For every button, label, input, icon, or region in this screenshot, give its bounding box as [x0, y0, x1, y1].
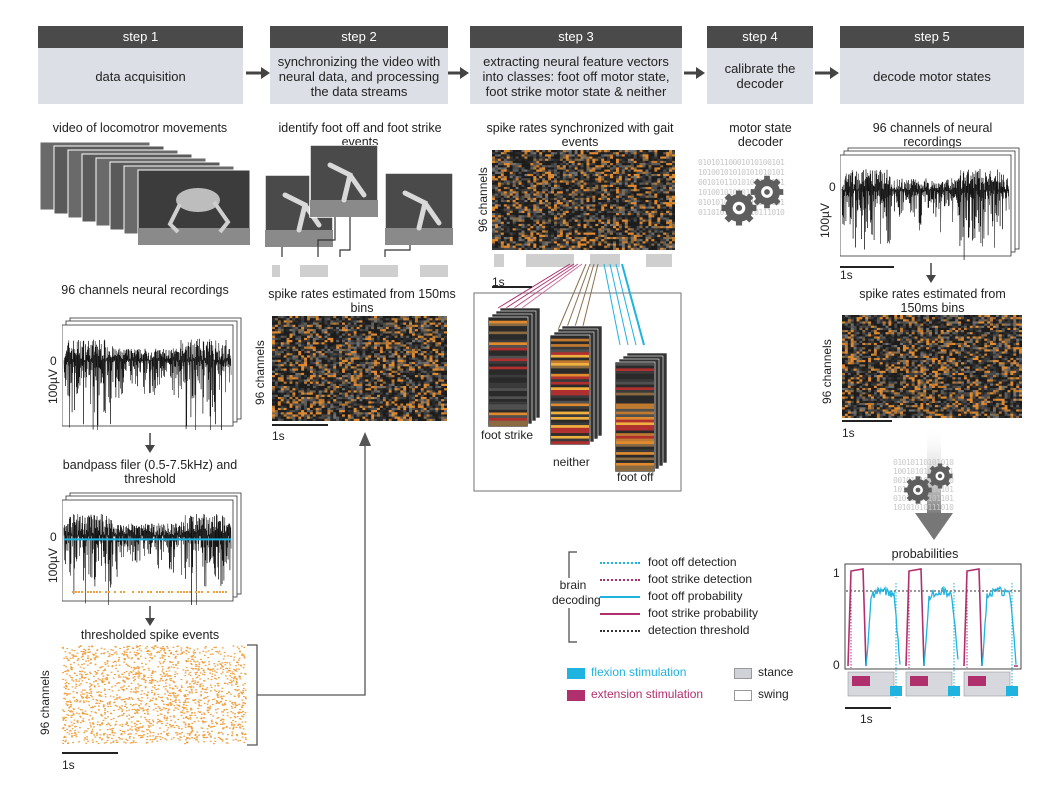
time-scale-bar-2 — [272, 424, 328, 426]
zero-label-5: 0 — [829, 180, 836, 194]
time-scale-label-3: 1s — [492, 275, 505, 289]
channels-label-5: 96 channels — [820, 339, 834, 404]
rate-heatmap-3 — [492, 150, 675, 250]
legend-item-label: detection threshold — [648, 623, 750, 637]
gear-icon — [721, 175, 784, 226]
legend-line-icon — [600, 595, 640, 598]
rates-label-2: spike rates estimated from 150ms bins — [268, 287, 456, 315]
legend-item: foot strike detection — [600, 572, 752, 586]
recordings-label-5: 96 channels of neural recordings — [872, 121, 993, 149]
step-3-tab: step 3 — [470, 26, 682, 48]
channels-label-2: 96 channels — [253, 340, 267, 405]
filtered-trace-panel — [62, 492, 242, 605]
class-extraction-panel — [473, 254, 682, 492]
video-label: video of locomotror movements — [52, 121, 228, 135]
video-frames — [39, 141, 251, 246]
extension-swatch — [567, 690, 585, 701]
arrow-step2-to-step3 — [448, 67, 469, 79]
arrow-step4-to-step5 — [815, 67, 839, 79]
flexion-swatch — [567, 668, 585, 679]
channels-label-3: 96 channels — [476, 167, 490, 232]
time-scale-label-prob: 1s — [860, 712, 873, 726]
time-scale-bar-5b — [842, 420, 892, 422]
class-foot-off-label: foot off — [617, 470, 654, 484]
time-scale-label-2: 1s — [272, 429, 285, 443]
legend-item-label: foot strike probability — [648, 606, 759, 620]
sync-label: spike rates synchronized with gait event… — [486, 121, 674, 149]
step-4-tab: step 4 — [707, 26, 813, 48]
step-5-tab: step 5 — [840, 26, 1024, 48]
prob-title: probabilities — [891, 547, 959, 561]
swing-label: swing — [758, 687, 789, 701]
swing-swatch — [734, 690, 752, 701]
probability-plot — [844, 563, 1022, 698]
prob-y-top: 1 — [833, 566, 840, 580]
time-scale-label-1: 1s — [62, 758, 75, 772]
legend-line-icon — [600, 612, 640, 615]
legend-line-icon — [600, 578, 640, 581]
step-5-title: decode motor states — [840, 48, 1024, 104]
spike-raster — [62, 645, 247, 745]
scale-uv-label-5: 100µV — [818, 203, 832, 238]
legend-group-label: brain decoding — [552, 578, 601, 608]
legend-item: detection threshold — [600, 623, 749, 637]
legend-item: foot strike probability — [600, 606, 758, 620]
time-scale-bar-prob — [845, 707, 891, 709]
decoder-label: motor state decoder — [729, 121, 792, 149]
legend-line-icon — [600, 561, 640, 564]
legend-item-label: foot off probability — [648, 589, 743, 603]
rates-label-5: spike rates estimated from 150ms bins — [859, 287, 1006, 315]
legend-item: foot off probability — [600, 589, 743, 603]
neural-trace-panel-5 — [840, 147, 1020, 260]
down-arrow-1 — [145, 433, 155, 453]
flexion-label: flexion stimulation — [591, 665, 687, 679]
time-scale-label-5: 1s — [840, 268, 853, 282]
spikes-label: thresholded spike events — [80, 628, 220, 642]
zero-label: 0 — [50, 354, 57, 368]
step-2-title: synchronizing the video with neural data… — [270, 48, 448, 104]
prob-y-bottom: 0 — [833, 658, 840, 672]
step-1-title: data acquisition — [38, 48, 243, 104]
stance-label: stance — [758, 665, 794, 679]
legend-item: foot off detection — [600, 555, 737, 569]
arrow-step1-to-step2 — [246, 67, 270, 79]
step-1-tab: step 1 — [38, 26, 243, 48]
connector-step1-to-step2 — [247, 432, 371, 746]
step-3-title: extracting neural feature vectors into c… — [470, 48, 682, 104]
scale-uv2-label: 100µV — [46, 548, 60, 583]
step-2-tab: step 2 — [270, 26, 448, 48]
channels-label-1: 96 channels — [38, 670, 52, 735]
legend-item-label: foot off detection — [648, 555, 737, 569]
extension-label: extension stimulation — [591, 687, 704, 701]
rate-heatmap-2 — [272, 316, 447, 421]
down-arrow-5 — [926, 263, 936, 283]
time-scale-bar-1 — [62, 752, 118, 754]
time-scale-bar-5 — [840, 266, 894, 268]
stance-swatch — [734, 668, 752, 679]
gait-event-frames — [264, 145, 454, 277]
class-neither-label: neither — [553, 455, 590, 469]
time-scale-bar-3 — [492, 286, 532, 288]
gear-icon-5 — [904, 463, 953, 504]
recordings-label: 96 channels neural recordings — [61, 283, 229, 297]
down-arrow-2 — [145, 606, 155, 626]
zero2-label: 0 — [50, 530, 57, 544]
class-foot-strike-label: foot strike — [481, 428, 534, 442]
bandpass-label: bandpass filer (0.5-7.5kHz) and threshol… — [62, 458, 238, 486]
time-scale-label-5b: 1s — [842, 426, 855, 440]
arrow-step3-to-step4 — [684, 67, 705, 79]
step-4-title: calibrate the decoder — [707, 48, 813, 104]
legend-line-icon — [600, 629, 640, 632]
rate-heatmap-5 — [842, 315, 1022, 418]
legend-item-label: foot strike detection — [648, 572, 753, 586]
scale-uv-label: 100µV — [46, 369, 60, 404]
neural-trace-panel — [62, 317, 242, 430]
